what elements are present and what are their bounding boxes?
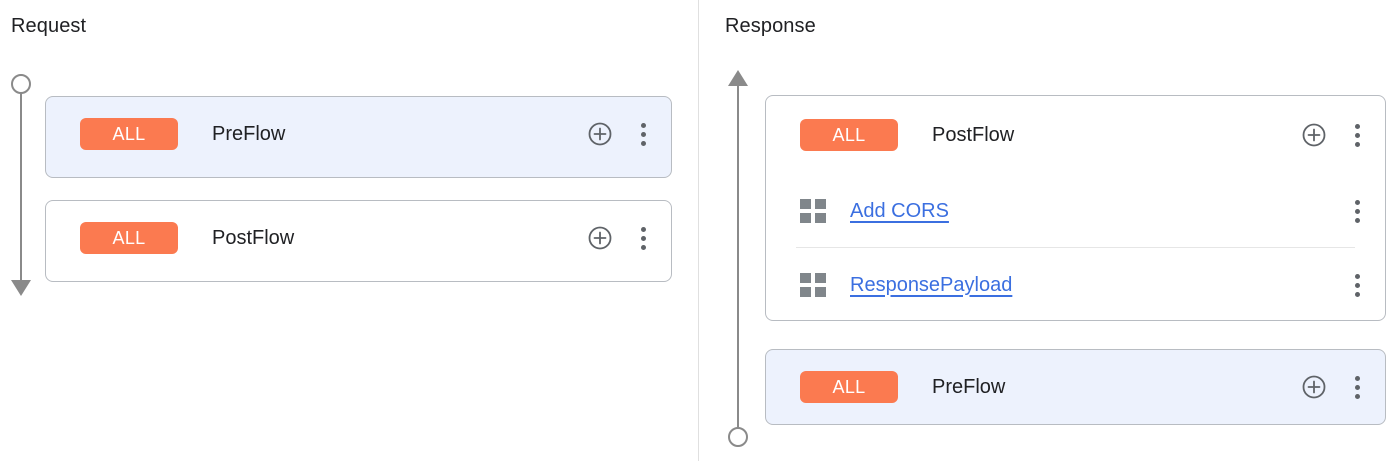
plus-circle-icon[interactable] [587,225,613,251]
flow-row-actions [587,121,655,147]
rail-line [20,93,22,283]
more-vert-icon[interactable] [1345,198,1369,224]
method-badge: ALL [800,119,898,151]
rail-end-circle-icon [728,427,748,447]
policy-link[interactable]: Add CORS [850,199,949,222]
policy-row[interactable]: Add CORS [766,174,1385,248]
rail-arrow-down-icon [11,280,31,296]
flow-row-actions [587,225,655,251]
response-panel-title: Response [725,15,816,37]
response-flow-rail [728,70,748,448]
flow-row-actions [1301,122,1369,148]
plus-circle-icon[interactable] [1301,122,1327,148]
flow-card-request-preflow[interactable]: ALL PreFlow [45,96,672,178]
request-flow-rail [11,74,31,302]
grid-drag-icon[interactable] [800,199,826,223]
more-vert-icon[interactable] [1345,122,1369,148]
rail-arrow-up-icon [728,70,748,86]
flow-card-response-postflow[interactable]: ALL PostFlow [765,95,1386,321]
panel-divider [698,0,699,461]
request-panel-title: Request [11,15,87,37]
flow-name-label: PostFlow [212,226,295,249]
flow-name-label: PreFlow [212,122,286,145]
flow-header-row: ALL PostFlow [46,201,671,275]
more-vert-icon[interactable] [1345,374,1369,400]
flow-name-label: PreFlow [932,375,1006,398]
response-panel: Response ALL PostFlow [699,0,1393,461]
plus-circle-icon[interactable] [1301,374,1327,400]
policy-row-actions [1327,272,1369,298]
flow-header-row: ALL PreFlow [766,350,1385,424]
method-badge: ALL [80,222,178,254]
plus-circle-icon[interactable] [587,121,613,147]
request-panel: Request ALL PreFlow [11,15,672,302]
more-vert-icon[interactable] [631,225,655,251]
rail-line [737,84,739,429]
flow-header-row: ALL PreFlow [46,97,671,171]
policy-row-actions [1327,198,1369,224]
more-vert-icon[interactable] [1345,272,1369,298]
policy-divider [796,247,1355,248]
rail-start-circle-icon [11,74,31,94]
method-badge: ALL [800,371,898,403]
method-badge: ALL [80,118,178,150]
grid-drag-icon[interactable] [800,273,826,297]
flow-header-row: ALL PostFlow [766,96,1385,174]
policy-link[interactable]: ResponsePayload [850,273,1013,296]
flow-card-response-preflow[interactable]: ALL PreFlow [765,349,1386,425]
flow-row-actions [1301,374,1369,400]
flow-card-request-postflow[interactable]: ALL PostFlow [45,200,672,282]
policy-row[interactable]: ResponsePayload [766,248,1385,322]
more-vert-icon[interactable] [631,121,655,147]
flow-name-label: PostFlow [932,123,1015,146]
